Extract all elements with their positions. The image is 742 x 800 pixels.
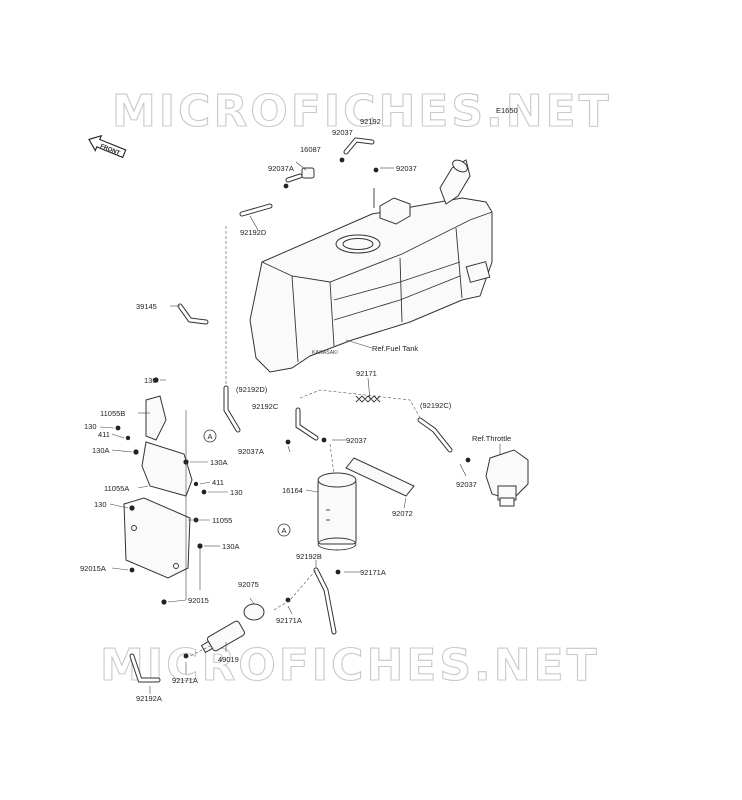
callout-92171a-low: 92171A — [172, 676, 198, 685]
callout-49019: 49019 — [218, 655, 239, 664]
callout-92192a: 92192A — [136, 694, 162, 703]
callout-92192-top: 92192 — [360, 117, 381, 126]
callout-92192c-paren: (92192C) — [420, 401, 452, 410]
callout-92015a: 92015A — [80, 564, 106, 573]
callout-16087: 16087 — [300, 145, 321, 154]
svg-text:KAWASAKI: KAWASAKI — [312, 350, 338, 356]
leader-lines — [99, 161, 501, 694]
bracket-11055a — [141, 441, 193, 497]
callout-130-left: 130 — [84, 422, 97, 431]
callout-16164: 16164 — [282, 486, 303, 495]
callout-411-right: 411 — [212, 478, 224, 487]
svg-text:A: A — [282, 526, 287, 535]
callout-92075: 92075 — [238, 580, 259, 589]
fuel-tank: KAWASAKI — [249, 159, 493, 373]
callout-130-right: 130 — [230, 488, 243, 497]
callout-130a-left: 130A — [92, 446, 110, 455]
callout-92037-a: 92037 — [332, 128, 353, 137]
callout-130a-right: 130A — [210, 458, 228, 467]
damper-92075 — [243, 603, 265, 621]
ref-throttle: Ref.Throttle — [472, 434, 511, 443]
callout-92171a-right: 92171A — [360, 568, 386, 577]
diagram-code: E1650 — [496, 106, 518, 115]
bracket-92072 — [345, 457, 415, 497]
watermark-bottom: MICROFICHES.NET — [100, 640, 600, 691]
callout-39145: 39145 — [136, 302, 157, 311]
callout-92037-b: 92037 — [396, 164, 417, 173]
callout-92037-mid: 92037 — [346, 436, 367, 445]
callout-92037a-top: 92037A — [268, 164, 294, 173]
callout-92015: 92015 — [188, 596, 209, 605]
callout-92037a-mid: 92037A — [238, 447, 264, 456]
canister-16164 — [317, 472, 357, 551]
callout-92037-right: 92037 — [456, 480, 477, 489]
callout-92192b: 92192B — [296, 552, 322, 561]
callout-92171a-mid: 92171A — [276, 616, 302, 625]
callout-411-left: 411 — [98, 430, 110, 439]
fuel-filter-49019 — [200, 620, 245, 654]
callout-11055b: 11055B — [100, 409, 125, 418]
fasteners — [115, 157, 471, 659]
hoses — [129, 137, 453, 683]
ref-fuel-tank: Ref.Fuel Tank — [372, 344, 418, 353]
callout-92192d: 92192D — [240, 228, 267, 237]
watermark-top: MICROFICHES.NET — [112, 86, 612, 137]
throttle-body — [485, 449, 529, 507]
svg-text:A: A — [208, 432, 213, 441]
callout-92192d-paren: (92192D) — [236, 385, 268, 394]
bracket-11055 — [123, 497, 191, 579]
callout-11055a: 11055A — [104, 484, 129, 493]
callout-92072: 92072 — [392, 509, 413, 518]
callout-92171: 92171 — [356, 369, 377, 378]
callout-130-low: 130 — [94, 500, 107, 509]
clamp-92171 — [355, 395, 381, 403]
marker-a-top: A — [203, 429, 217, 443]
callout-130a-low: 130A — [222, 542, 240, 551]
callout-92192c: 92192C — [252, 402, 279, 411]
callout-11055: 11055 — [212, 516, 232, 525]
callout-130-top: 130 — [144, 376, 157, 385]
bracket-11055b — [145, 395, 167, 441]
callouts: 92192 92037 16087 92037 92037A 92192D 39… — [80, 117, 511, 703]
marker-a-bottom: A — [277, 523, 291, 537]
